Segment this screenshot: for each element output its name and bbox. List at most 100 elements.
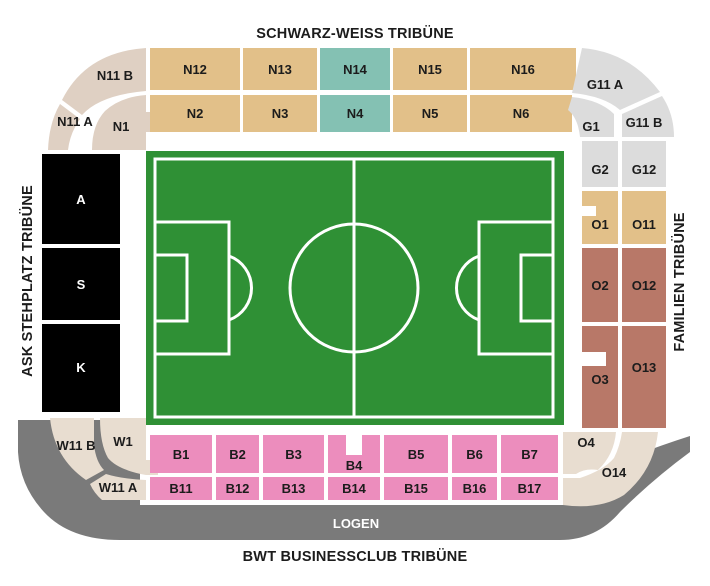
label-O4: O4 <box>577 435 595 450</box>
label-B12: B12 <box>226 481 250 496</box>
section-B2[interactable] <box>216 435 259 473</box>
section-B6[interactable] <box>452 435 497 473</box>
section-B14[interactable] <box>328 477 380 500</box>
label-G11-B: G11 B <box>626 115 663 130</box>
section-O14[interactable] <box>563 432 658 507</box>
label-B7: B7 <box>521 447 538 462</box>
section-B16[interactable] <box>452 477 497 500</box>
label-B17: B17 <box>518 481 542 496</box>
section-N5[interactable] <box>393 95 467 132</box>
section-N1[interactable] <box>92 95 158 150</box>
label-B5: B5 <box>408 447 425 462</box>
se-corner: O4 O14 <box>563 432 658 507</box>
section-O3[interactable] <box>582 326 618 428</box>
east-stand: O1 O11 O2 O12 O3 O13 <box>582 191 666 428</box>
west-stand-title: ASK STEHPLATZ TRIBÜNE <box>19 185 36 377</box>
section-W11-B[interactable] <box>50 418 104 480</box>
label-G2: G2 <box>591 162 608 177</box>
nw-corner: N11 B N11 A N1 <box>48 48 158 150</box>
label-N4: N4 <box>347 106 364 121</box>
label-N15: N15 <box>418 62 442 77</box>
label-B3: B3 <box>285 447 302 462</box>
label-A: A <box>76 192 86 207</box>
section-A[interactable] <box>42 154 120 244</box>
label-B2: B2 <box>229 447 246 462</box>
label-N14: N14 <box>343 62 368 77</box>
section-B1[interactable] <box>150 435 212 473</box>
label-N1: N1 <box>113 119 130 134</box>
east-stand-title: FAMILIEN TRIBÜNE <box>671 212 688 351</box>
label-G1: G1 <box>582 119 599 134</box>
section-B13[interactable] <box>263 477 324 500</box>
section-B7[interactable] <box>501 435 558 473</box>
section-G11-B[interactable] <box>622 96 674 137</box>
section-N2[interactable] <box>150 95 240 132</box>
section-B15[interactable] <box>384 477 448 500</box>
label-O1: O1 <box>591 217 608 232</box>
label-B1: B1 <box>173 447 190 462</box>
section-N15[interactable] <box>393 48 467 90</box>
label-B15: B15 <box>404 481 428 496</box>
section-G1[interactable] <box>568 97 614 137</box>
section-B5[interactable] <box>384 435 448 473</box>
label-O11: O11 <box>632 217 656 232</box>
section-N6[interactable] <box>470 95 572 132</box>
section-O1[interactable] <box>582 191 618 244</box>
north-stand-title: SCHWARZ-WEISS TRIBÜNE <box>256 25 454 42</box>
label-B11: B11 <box>169 481 192 496</box>
south-stand-title: BWT BUSINESSCLUB TRIBÜNE <box>243 548 468 565</box>
label-G11-A: G11 A <box>587 77 624 92</box>
label-B6: B6 <box>466 447 483 462</box>
label-B14: B14 <box>342 481 367 496</box>
label-S: S <box>77 277 86 292</box>
section-B11[interactable] <box>150 477 212 500</box>
section-N3[interactable] <box>243 95 317 132</box>
section-G11-A[interactable] <box>572 48 660 110</box>
section-N12[interactable] <box>150 48 240 90</box>
label-N11-A: N11 A <box>57 114 93 129</box>
logen-band <box>18 420 690 540</box>
section-W1[interactable] <box>100 418 158 475</box>
section-O2[interactable] <box>582 248 618 322</box>
section-G12[interactable] <box>622 141 666 187</box>
label-B13: B13 <box>282 481 306 496</box>
section-K[interactable] <box>42 324 120 412</box>
logen-label: LOGEN <box>333 516 379 531</box>
section-W11-A[interactable] <box>90 474 146 500</box>
section-B3[interactable] <box>263 435 324 473</box>
section-O13[interactable] <box>622 326 666 428</box>
section-S[interactable] <box>42 248 120 320</box>
section-O12[interactable] <box>622 248 666 322</box>
section-G2[interactable] <box>582 141 618 187</box>
label-N2: N2 <box>187 106 204 121</box>
label-O13: O13 <box>632 360 657 375</box>
label-W1: W1 <box>113 434 133 449</box>
label-O2: O2 <box>591 278 608 293</box>
north-lower-row: N2 N3 N4 N5 N6 <box>150 95 572 132</box>
label-W11-A: W11 A <box>99 480 138 495</box>
section-B12[interactable] <box>216 477 259 500</box>
section-N11-B[interactable] <box>62 48 146 115</box>
section-N16[interactable] <box>470 48 576 90</box>
section-N14[interactable] <box>320 48 390 90</box>
label-N5: N5 <box>422 106 439 121</box>
label-N12: N12 <box>183 62 207 77</box>
section-O11[interactable] <box>622 191 666 244</box>
west-stand: A S K <box>42 154 120 412</box>
label-O14: O14 <box>602 465 627 480</box>
section-N4[interactable] <box>320 95 390 132</box>
pitch <box>146 151 564 425</box>
sw-corner: W11 B W1 W11 A <box>50 418 158 500</box>
section-B17[interactable] <box>501 477 558 500</box>
section-O4[interactable] <box>563 432 616 474</box>
section-N11-A[interactable] <box>48 104 80 150</box>
label-O12: O12 <box>632 278 657 293</box>
label-N6: N6 <box>513 106 530 121</box>
label-K: K <box>76 360 86 375</box>
section-N13[interactable] <box>243 48 317 90</box>
label-N3: N3 <box>272 106 289 121</box>
